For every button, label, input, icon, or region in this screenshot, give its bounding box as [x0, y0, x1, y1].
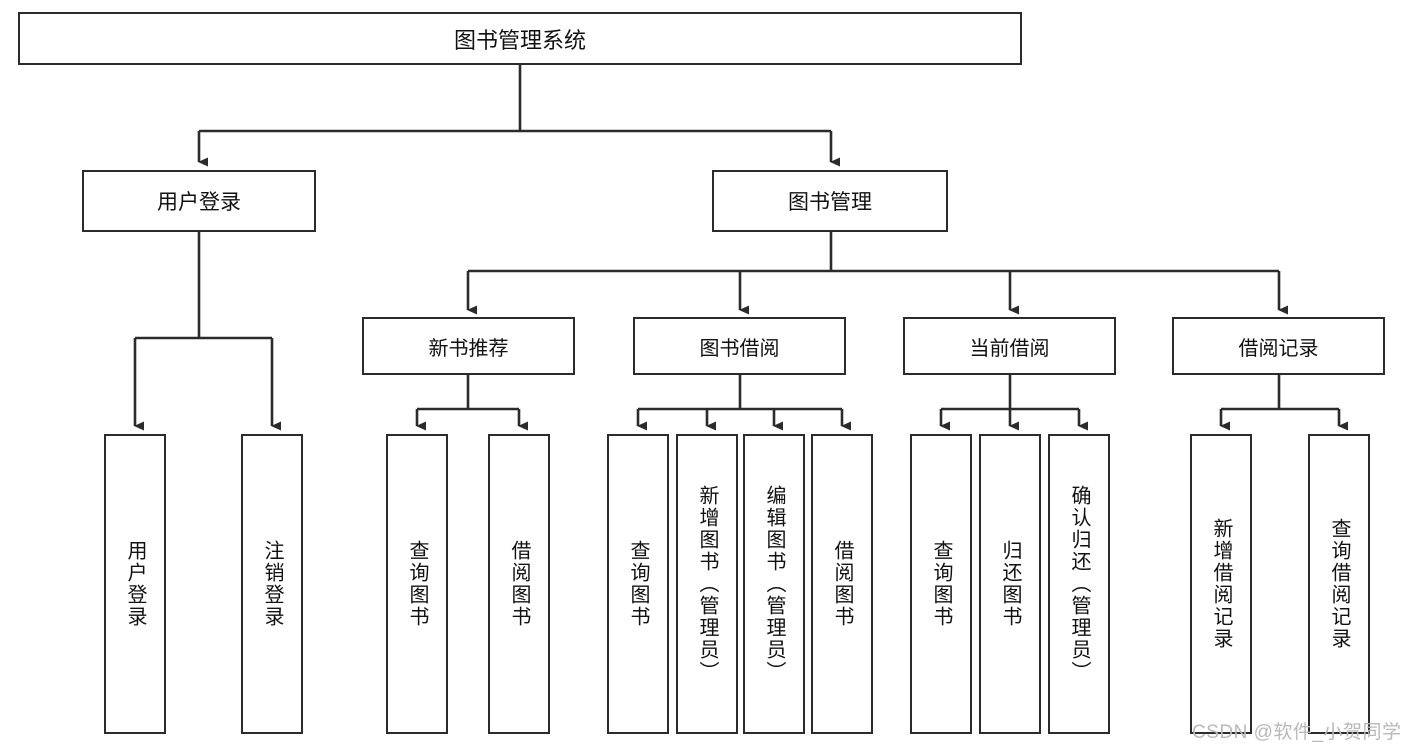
leaf-add-record[interactable]: 新增借阅记录	[1190, 434, 1252, 734]
leaf-borrow-book-2[interactable]: 借阅图书	[811, 434, 873, 734]
node-book-borrow-label: 图书借阅	[699, 337, 780, 360]
leaf-user-login-label: 用户登录	[124, 540, 146, 628]
leaf-confirm-return[interactable]: 确认归还（管理员）	[1048, 434, 1110, 734]
leaf-borrow-book-2-label: 借阅图书	[831, 540, 853, 628]
leaf-query-book-3-label: 查询图书	[930, 540, 952, 628]
leaf-query-book-2[interactable]: 查询图书	[607, 434, 669, 734]
node-root-label: 图书管理系统	[453, 27, 586, 53]
node-book-borrow[interactable]: 图书借阅	[633, 317, 846, 375]
node-root[interactable]: 图书管理系统	[18, 12, 1022, 65]
node-borrow-record[interactable]: 借阅记录	[1172, 317, 1385, 375]
node-book-manage[interactable]: 图书管理	[712, 170, 948, 232]
leaf-edit-book[interactable]: 编辑图书（管理员）	[743, 434, 805, 734]
leaf-confirm-return-label: 确认归还（管理员）	[1068, 485, 1090, 683]
leaf-return-book[interactable]: 归还图书	[979, 434, 1041, 734]
node-new-book-recommend[interactable]: 新书推荐	[362, 317, 575, 375]
watermark-text: CSDN @软件_小贺同学	[1192, 722, 1402, 743]
leaf-query-record-label: 查询借阅记录	[1328, 518, 1350, 650]
leaf-return-book-label: 归还图书	[999, 540, 1021, 628]
leaf-query-record[interactable]: 查询借阅记录	[1308, 434, 1370, 734]
node-new-book-recommend-label: 新书推荐	[428, 337, 509, 360]
node-current-borrow[interactable]: 当前借阅	[903, 317, 1116, 375]
leaf-query-book-1-label: 查询图书	[406, 540, 428, 628]
leaf-borrow-book-1-label: 借阅图书	[508, 540, 530, 628]
node-user-login[interactable]: 用户登录	[82, 170, 316, 232]
leaf-add-record-label: 新增借阅记录	[1210, 518, 1232, 650]
leaf-query-book-2-label: 查询图书	[627, 540, 649, 628]
leaf-edit-book-label: 编辑图书（管理员）	[763, 485, 785, 683]
node-current-borrow-label: 当前借阅	[969, 337, 1050, 360]
leaf-query-book-1[interactable]: 查询图书	[386, 434, 448, 734]
node-book-manage-label: 图书管理	[788, 191, 872, 214]
leaf-user-login[interactable]: 用户登录	[104, 434, 166, 734]
leaf-add-book[interactable]: 新增图书（管理员）	[676, 434, 738, 734]
leaf-add-book-label: 新增图书（管理员）	[696, 485, 718, 683]
node-borrow-record-label: 借阅记录	[1238, 337, 1319, 360]
node-user-login-label: 用户登录	[157, 191, 241, 214]
leaf-borrow-book-1[interactable]: 借阅图书	[488, 434, 550, 734]
leaf-logout[interactable]: 注销登录	[241, 434, 303, 734]
leaf-query-book-3[interactable]: 查询图书	[910, 434, 972, 734]
leaf-logout-label: 注销登录	[261, 540, 283, 628]
